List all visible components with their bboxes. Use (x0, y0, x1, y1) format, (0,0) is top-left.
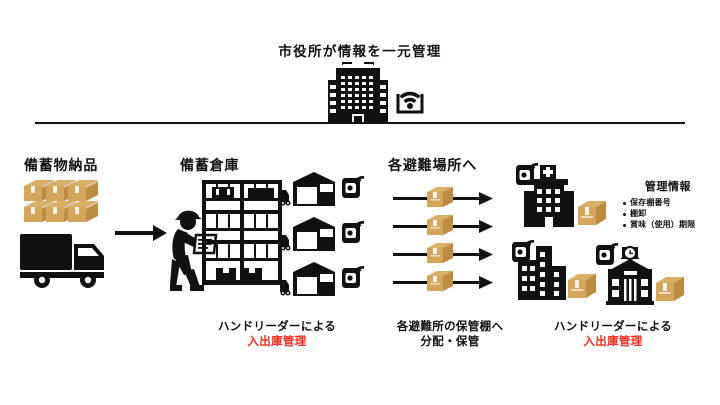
horizontal-divider (35, 122, 685, 124)
caption-warehouse: ハンドリーダーによる 入出庫管理 (192, 320, 362, 350)
carton-on-arrow-icon (393, 185, 493, 211)
section-heading-warehouse: 備蓄倉庫 (180, 157, 240, 173)
caption-shelter-line2: 入出庫管理 (583, 336, 643, 348)
carton-on-arrow-icon (393, 241, 493, 267)
rfid-reader-icon (342, 265, 365, 288)
rfid-reader-icon (342, 220, 365, 243)
section-heading-evacuation: 各避難場所へ (388, 157, 478, 173)
management-info-panel: 管理情報 保存棚番号 棚卸 賞味（使用）期限 (622, 178, 714, 230)
small-truck-icon (280, 190, 291, 206)
management-info-list: 保存棚番号 棚卸 賞味（使用）期限 (622, 197, 714, 230)
carton-icon (568, 274, 596, 298)
page-title: 市役所が情報を一元管理 (278, 44, 442, 59)
warehouse-row (280, 170, 365, 210)
carton-icon (656, 277, 684, 301)
management-info-item: 保存棚番号 (622, 197, 714, 208)
stacked-cartons-icon (22, 180, 104, 226)
city-hall-group (318, 58, 428, 124)
section-heading-delivery: 備蓄物納品 (24, 157, 99, 173)
warehouse-row (280, 260, 365, 300)
carton-icon (578, 201, 606, 225)
rfid-reader-icon (516, 162, 539, 185)
storage-shelving-icon (202, 180, 286, 290)
carton-on-arrow-icon (393, 269, 493, 295)
shelter-apartment-group (512, 239, 602, 308)
management-info-item: 棚卸 (622, 208, 714, 219)
right-arrow-icon (115, 222, 167, 246)
caption-shelter: ハンドリーダーによる 入出庫管理 (528, 320, 698, 350)
city-hall-icon (328, 62, 424, 124)
caption-evacuation-line1: 各避難所の保管棚へ (396, 321, 504, 333)
caption-evacuation-line2: 分配・保管 (420, 336, 480, 348)
rfid-reader-icon (342, 175, 365, 198)
caption-shelter-line1: ハンドリーダーによる (553, 321, 673, 333)
rfid-reader-icon (596, 242, 619, 265)
management-info-title: 管理情報 (644, 181, 692, 193)
delivery-truck-icon (18, 228, 110, 288)
shelter-school-group (596, 242, 688, 309)
rfid-reader-icon (512, 239, 535, 262)
warehouse-row (280, 215, 365, 255)
caption-warehouse-line1: ハンドリーダーによる (217, 321, 337, 333)
caption-warehouse-line2: 入出庫管理 (247, 336, 307, 348)
carton-on-arrow-icon (393, 213, 493, 239)
wifi-signal-icon (396, 94, 424, 114)
caption-evacuation: 各避難所の保管棚へ 分配・保管 (375, 320, 525, 350)
shelter-hospital-group (516, 162, 612, 235)
management-info-item: 賞味（使用）期限 (622, 219, 714, 230)
